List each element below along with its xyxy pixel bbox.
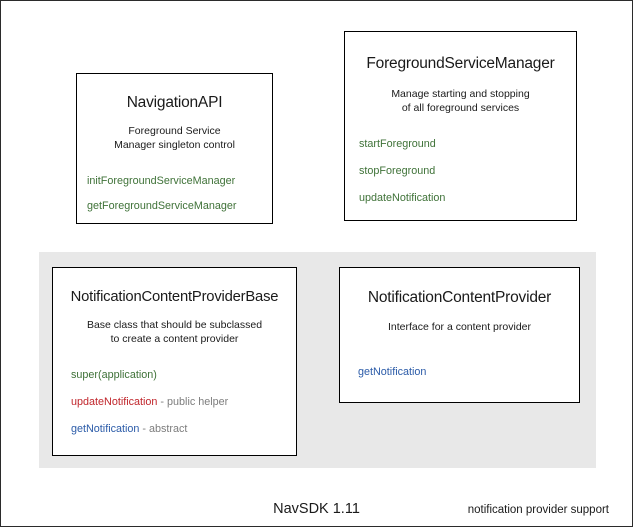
class-box-notification-content-provider[interactable]: NotificationContentProvider Interface fo… xyxy=(339,267,580,403)
member-row[interactable]: initForegroundServiceManager xyxy=(87,174,272,188)
class-title-notification-content-provider: NotificationContentProvider xyxy=(367,289,552,306)
member-row[interactable]: getForegroundServiceManager xyxy=(87,199,272,213)
member-list-foreground-service-manager: startForeground stopForeground updateNot… xyxy=(345,137,576,205)
member-name: updateNotification xyxy=(359,192,446,204)
member-row[interactable]: getNotification - abstract xyxy=(71,422,296,436)
member-list-notification-content-provider-base: super(application) updateNotification - … xyxy=(53,368,296,436)
class-description-line: of all foreground services xyxy=(401,101,520,114)
class-title-notification-content-provider-base: NotificationContentProviderBase xyxy=(70,289,279,305)
member-name: super(application) xyxy=(71,369,157,381)
class-description-line: Manager singleton control xyxy=(114,138,235,151)
member-row[interactable]: updateNotification xyxy=(359,191,576,205)
class-title-navigation-api: NavigationAPI xyxy=(126,94,223,111)
member-name: startForeground xyxy=(359,138,436,150)
member-row[interactable]: updateNotification - public helper xyxy=(71,395,296,409)
class-description-line: Interface for a content provider xyxy=(388,321,531,333)
member-name: stopForeground xyxy=(359,165,436,177)
member-row[interactable]: getNotification xyxy=(358,365,579,379)
class-box-foreground-service-manager[interactable]: ForegroundServiceManager Manage starting… xyxy=(344,31,577,221)
member-note: - public helper xyxy=(157,396,229,408)
member-name: getNotification xyxy=(71,423,140,435)
group-panel-label: notification provider support xyxy=(467,504,609,516)
member-name: updateNotification xyxy=(71,396,158,408)
member-name: getNotification xyxy=(358,365,427,378)
member-name: getForegroundServiceManager xyxy=(87,200,237,212)
member-row[interactable]: super(application) xyxy=(71,368,296,382)
member-note: - abstract xyxy=(139,423,188,435)
class-description-line: Foreground Service xyxy=(128,125,221,137)
footer-version-label: NavSDK 1.11 xyxy=(273,501,360,517)
member-row[interactable]: startForeground xyxy=(359,137,576,151)
member-name: initForegroundServiceManager xyxy=(87,175,236,187)
class-description-notification-content-provider-base: Base class that should be subclassed to … xyxy=(53,319,296,346)
member-list-navigation-api: initForegroundServiceManager getForegrou… xyxy=(77,174,272,213)
class-description-navigation-api: Foreground Service Manager singleton con… xyxy=(77,125,272,152)
class-description-line: Manage starting and stopping xyxy=(391,88,530,100)
class-description-line: Base class that should be subclassed xyxy=(86,319,263,331)
class-title-foreground-service-manager: ForegroundServiceManager xyxy=(366,55,555,72)
class-box-navigation-api[interactable]: NavigationAPI Foreground Service Manager… xyxy=(76,73,273,224)
member-list-notification-content-provider: getNotification xyxy=(340,365,579,379)
class-description-notification-content-provider: Interface for a content provider xyxy=(340,321,579,335)
class-box-notification-content-provider-base[interactable]: NotificationContentProviderBase Base cla… xyxy=(52,267,297,456)
class-description-foreground-service-manager: Manage starting and stopping of all fore… xyxy=(345,88,576,115)
class-description-line: to create a content provider xyxy=(110,332,239,345)
member-row[interactable]: stopForeground xyxy=(359,164,576,178)
